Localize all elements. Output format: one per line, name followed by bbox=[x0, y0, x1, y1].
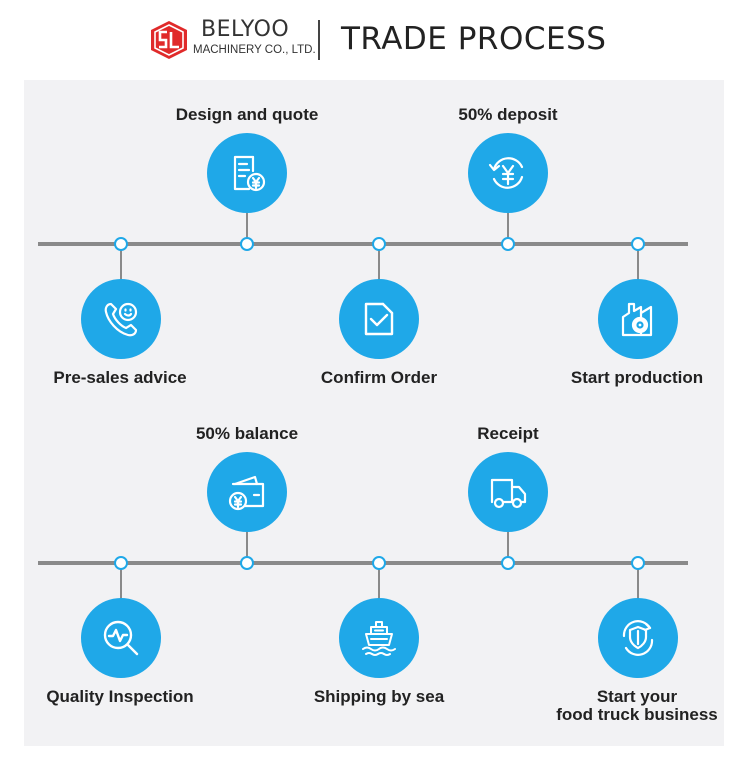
stem bbox=[120, 563, 122, 599]
stem bbox=[637, 244, 639, 280]
header: BELYOO MACHINERY CO., LTD. TRADE PROCESS bbox=[0, 0, 750, 80]
stem bbox=[378, 244, 380, 280]
magnifier-pulse-icon bbox=[103, 620, 139, 656]
timeline-dot bbox=[631, 556, 645, 570]
belyoo-logo-icon bbox=[151, 21, 187, 59]
timeline-dot bbox=[501, 237, 515, 251]
step-label-shipping-by-sea: Shipping by sea bbox=[313, 687, 445, 706]
step-receipt bbox=[468, 452, 548, 532]
phone-smile-icon bbox=[104, 302, 138, 337]
yen-cycle-icon bbox=[488, 157, 524, 189]
stem bbox=[637, 563, 639, 599]
timeline-dot bbox=[114, 556, 128, 570]
step-quality-inspection bbox=[81, 598, 161, 678]
step-label-quality-inspection: Quality Inspection bbox=[46, 687, 194, 706]
timeline-dot bbox=[372, 556, 386, 570]
stem bbox=[507, 206, 509, 244]
step-deposit bbox=[468, 133, 548, 213]
timeline-line-2 bbox=[38, 561, 688, 565]
stem bbox=[246, 525, 248, 563]
step-label-design-and-quote: Design and quote bbox=[175, 105, 319, 124]
step-label-start-production: Start production bbox=[570, 368, 704, 387]
ship-icon bbox=[362, 621, 396, 656]
shield-cycle-icon bbox=[622, 620, 654, 656]
timeline-dot bbox=[240, 556, 254, 570]
stem bbox=[378, 563, 380, 599]
step-shipping-by-sea bbox=[339, 598, 419, 678]
factory-gear-icon bbox=[621, 302, 653, 337]
checkbox-icon bbox=[364, 302, 394, 336]
header-divider bbox=[318, 20, 320, 60]
step-pre-sales-advice bbox=[81, 279, 161, 359]
step-label-deposit: 50% deposit bbox=[458, 105, 558, 124]
timeline-line-1 bbox=[38, 242, 688, 246]
step-label-start-business-line1: Start your bbox=[596, 687, 678, 706]
step-label-receipt: Receipt bbox=[477, 424, 539, 443]
timeline-dot bbox=[240, 237, 254, 251]
step-balance bbox=[207, 452, 287, 532]
brand-name: BELYOO bbox=[201, 17, 290, 42]
timeline-dot bbox=[501, 556, 515, 570]
step-start-business bbox=[598, 598, 678, 678]
wallet-yen-icon bbox=[228, 475, 265, 511]
timeline-dot bbox=[114, 237, 128, 251]
step-design-and-quote bbox=[207, 133, 287, 213]
step-label-pre-sales-advice: Pre-sales advice bbox=[53, 368, 187, 387]
stem bbox=[507, 525, 509, 563]
step-label-start-business-line2: food truck business bbox=[556, 705, 718, 724]
step-confirm-order bbox=[339, 279, 419, 359]
brand-subtitle: MACHINERY CO., LTD. bbox=[193, 44, 316, 56]
step-start-production bbox=[598, 279, 678, 359]
step-label-confirm-order: Confirm Order bbox=[320, 368, 438, 387]
step-label-balance: 50% balance bbox=[195, 424, 299, 443]
stem bbox=[120, 244, 122, 280]
truck-icon bbox=[490, 478, 527, 509]
stem bbox=[246, 206, 248, 244]
timeline-dot bbox=[631, 237, 645, 251]
document-yen-icon bbox=[233, 155, 266, 192]
page-title: TRADE PROCESS bbox=[341, 21, 607, 57]
timeline-dot bbox=[372, 237, 386, 251]
